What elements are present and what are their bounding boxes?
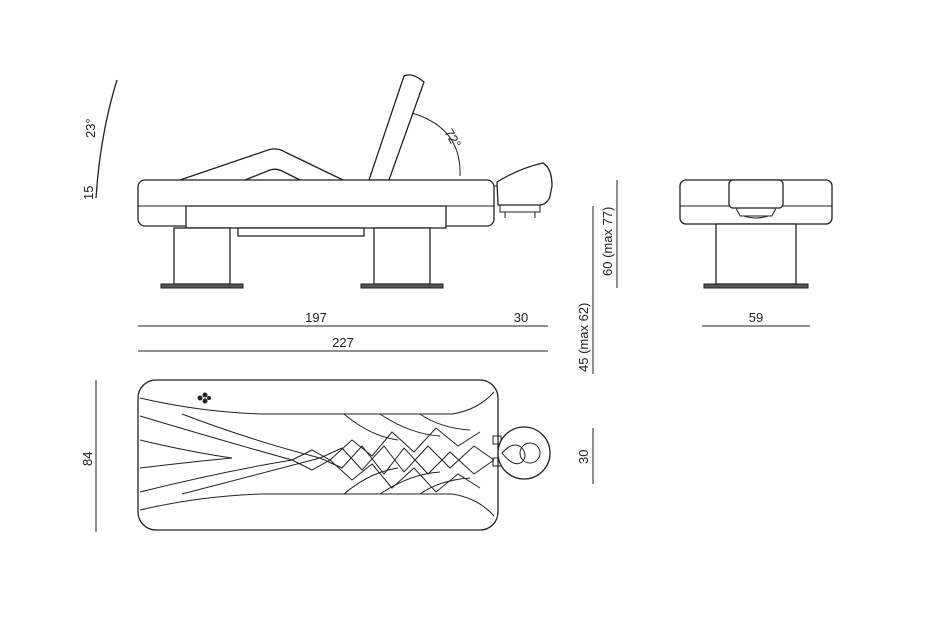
front-base: [703, 283, 809, 289]
plan-lattice-2: [291, 459, 481, 493]
dim-angle-23: 23°: [83, 118, 98, 138]
plan-line-2: [139, 439, 233, 459]
front-pedestal: [715, 223, 797, 285]
headrest: [496, 162, 553, 206]
angle-72-arc: [411, 112, 461, 177]
dim-length-30-top: 30: [514, 310, 528, 325]
plan-line-6: [181, 457, 321, 495]
brand-logo-icon: [197, 392, 211, 404]
plan-lattice-4: [319, 445, 495, 475]
leg-wedge-inner: [244, 168, 301, 181]
dim-height-60: 60 (max 77): [600, 207, 615, 276]
base-left: [160, 283, 244, 289]
base-right: [360, 283, 444, 289]
dim-length-197: 197: [305, 310, 327, 325]
plan-lattice-1: [291, 427, 481, 461]
dim-length-227: 227: [332, 335, 354, 350]
under-drawer: [237, 227, 365, 237]
pedestal-left: [173, 227, 231, 285]
plan-line-1: [139, 415, 293, 461]
front-view: [679, 179, 833, 289]
plan-line-3: [139, 457, 233, 469]
dim-length-30-plan: 30: [576, 450, 591, 464]
plan-lattice-3: [319, 445, 495, 473]
dim-width-59: 59: [749, 310, 763, 325]
front-headrest: [728, 179, 784, 209]
plan-bottom-edge: [139, 493, 495, 517]
dimension-lines: [95, 180, 810, 532]
plan-outline: [137, 379, 499, 531]
pedestal-right: [373, 227, 431, 285]
backrest: [368, 74, 425, 181]
plan-top-edge: [139, 391, 495, 415]
dim-width-84: 84: [80, 452, 95, 466]
plan-view: [137, 379, 551, 531]
front-headrest-bracket: [735, 207, 777, 219]
plan-lattice-5: [343, 413, 471, 441]
plan-lattice-6: [343, 467, 471, 495]
headrest-bracket: [499, 205, 541, 218]
dim-height-45: 45 (max 62): [576, 303, 591, 372]
under-frame: [185, 205, 447, 229]
dim-angle-72: 72°: [441, 126, 464, 151]
side-view: [95, 74, 553, 289]
tilt-arc: [95, 79, 118, 199]
plan-line-4: [139, 459, 293, 493]
leg-wedge: [179, 148, 344, 181]
dim-height-15: 15: [81, 186, 96, 200]
plan-headrest: [492, 426, 551, 480]
